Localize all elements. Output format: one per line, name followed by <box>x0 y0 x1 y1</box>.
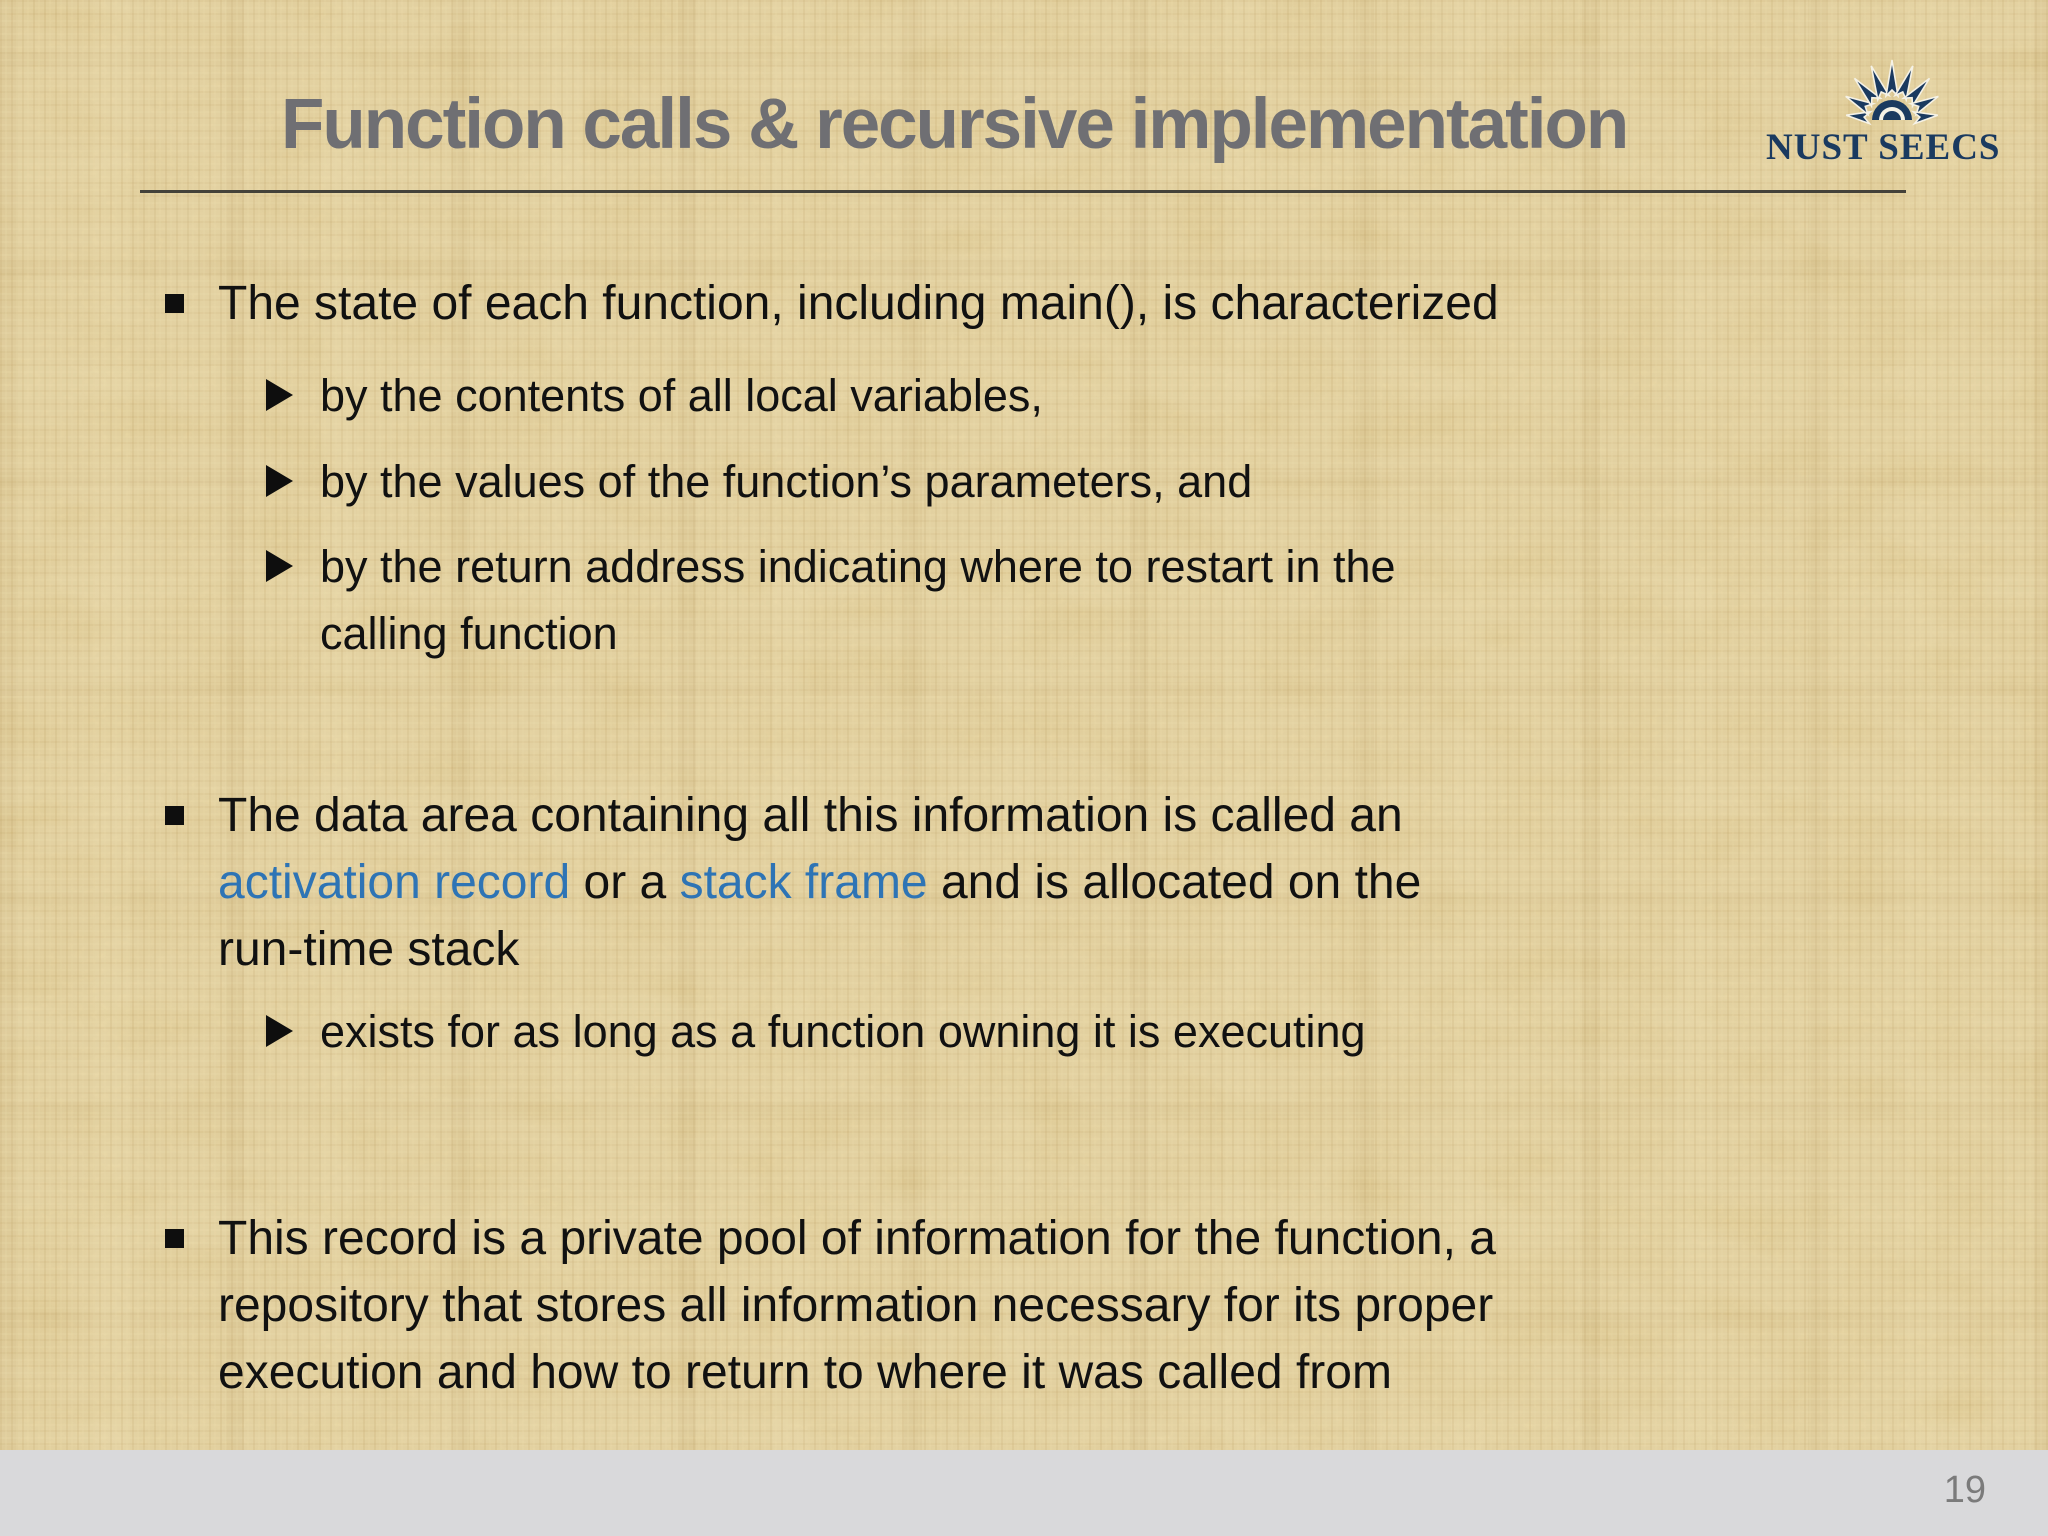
bullet-paragraph: The state of each function, including ma… <box>165 270 1499 337</box>
triangle-bullet-icon <box>266 550 293 582</box>
sub-bullet: by the return address indicating where t… <box>266 533 1396 667</box>
triangle-bullet-icon <box>266 465 293 497</box>
sub-bullet: by the values of the function’s paramete… <box>266 448 1253 515</box>
nust-seecs-logo: NUST SEECS <box>1760 52 2040 172</box>
bullet-text: The state of each function, including ma… <box>218 277 1499 330</box>
bullet-text: This record is a private pool of informa… <box>218 1212 1496 1265</box>
term-stack-frame: stack frame <box>679 856 928 909</box>
sunburst-crest-icon <box>1845 59 1939 126</box>
bullet-text: repository that stores all information n… <box>218 1279 1494 1332</box>
bullet-paragraph: The data area containing all this inform… <box>165 782 1421 983</box>
logo-wordmark: NUST SEECS <box>1766 127 2001 168</box>
bullet-text-mixed: activation record or a stack frame and i… <box>218 849 1421 916</box>
triangle-bullet-icon <box>266 1015 293 1047</box>
bullet-text: or a <box>570 856 680 909</box>
title-underline <box>140 190 1906 193</box>
footer-bar: 19 <box>0 1450 2048 1536</box>
page-number: 19 <box>1943 1469 1986 1511</box>
sub-bullet: by the contents of all local variables, <box>266 362 1043 429</box>
bullet-text: The data area containing all this inform… <box>218 789 1403 842</box>
bullet-paragraph: This record is a private pool of informa… <box>165 1205 1496 1406</box>
bullet-square-icon <box>165 294 184 313</box>
bullet-text: and is allocated on the <box>927 856 1422 909</box>
bullet-square-icon <box>165 806 184 825</box>
sub-bullet-text: by the return address indicating where t… <box>320 541 1396 592</box>
bullet-text: execution and how to return to where it … <box>218 1346 1392 1399</box>
bullet-square-icon <box>165 1229 184 1248</box>
term-activation-record: activation record <box>218 856 571 909</box>
sub-bullet-text: by the contents of all local variables, <box>320 370 1043 421</box>
bullet-text: run-time stack <box>218 923 520 976</box>
slide-title: Function calls & recursive implementatio… <box>281 85 1629 164</box>
sub-bullet-text: by the values of the function’s paramete… <box>320 456 1253 507</box>
triangle-bullet-icon <box>266 379 293 411</box>
sub-bullet-text: exists for as long as a function owning … <box>320 1006 1366 1057</box>
sub-bullet-text: calling function <box>320 608 618 659</box>
sub-bullet: exists for as long as a function owning … <box>266 998 1366 1065</box>
